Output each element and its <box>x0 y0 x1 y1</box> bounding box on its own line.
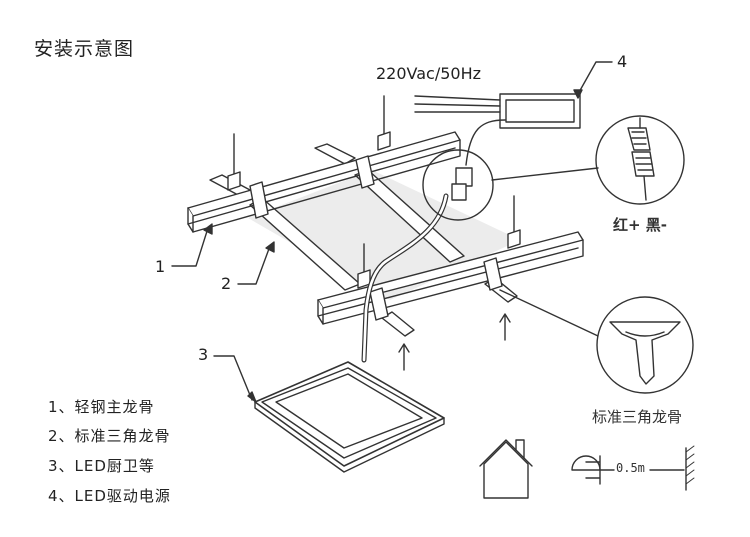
callout-3: 3 <box>198 345 209 364</box>
driver-output-cable <box>465 119 506 166</box>
up-arrow-1 <box>398 343 410 371</box>
triangle-profile <box>609 321 681 385</box>
legend-item-1: 1、轻钢主龙骨 <box>48 398 155 416</box>
up-arrow-2 <box>499 313 511 341</box>
zoom-line-profile <box>499 289 599 337</box>
diagram-title: 安装示意图 <box>34 38 135 60</box>
leader-2 <box>237 245 271 285</box>
triangle-keel-4 <box>314 143 356 165</box>
leader-3 <box>213 355 253 401</box>
leader-1 <box>171 227 209 267</box>
wire-color-label: 红+ 黑- <box>613 216 668 234</box>
voltage-label: 220Vac/50Hz <box>376 64 482 83</box>
profile-label: 标准三角龙骨 <box>592 408 683 426</box>
triangle-keel-5 <box>381 311 415 337</box>
legend-item-3: 3、LED厨卫等 <box>48 457 155 475</box>
connector <box>455 167 473 187</box>
callout-4: 4 <box>617 52 628 71</box>
connector-zoom-circle <box>422 149 494 221</box>
lamp-icon <box>571 455 601 471</box>
distance-label: 0.5m <box>616 461 645 475</box>
callout-2: 2 <box>221 274 232 293</box>
zoom-line-connector <box>491 167 599 181</box>
power-input-wires <box>414 95 501 113</box>
leader-4 <box>577 61 613 95</box>
callout-1: 1 <box>155 257 166 276</box>
legend-item-4: 4、LED驱动电源 <box>48 487 171 505</box>
legend-item-2: 2、标准三角龙骨 <box>48 427 171 445</box>
connector-detail-circle <box>595 115 685 205</box>
driver-box <box>499 93 581 129</box>
profile-detail-circle <box>596 296 694 394</box>
house-icon <box>483 441 529 499</box>
